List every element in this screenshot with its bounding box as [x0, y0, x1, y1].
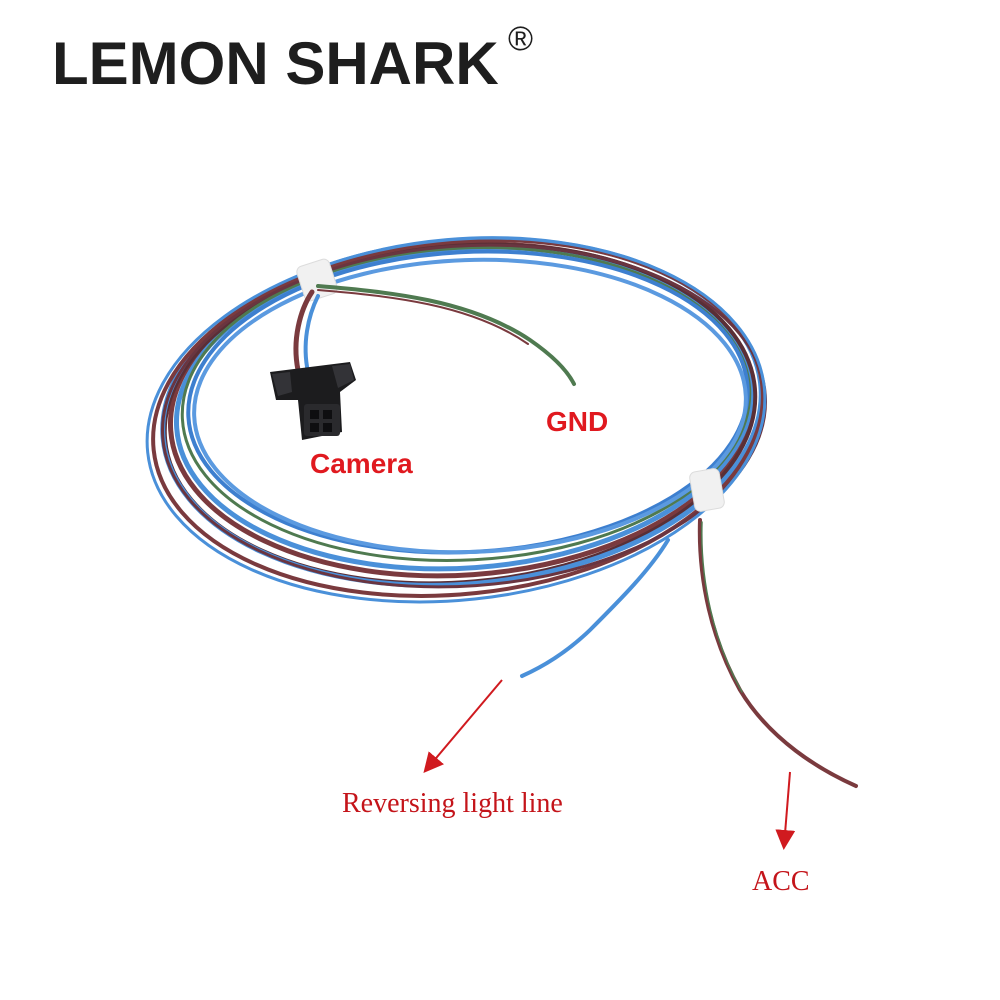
reversing-arrow-icon [423, 679, 503, 774]
camera-label: Camera [310, 448, 413, 479]
tape-marker-right [689, 468, 725, 512]
acc-arrow-icon [775, 771, 796, 850]
reversing-light-label: Reversing light line [342, 788, 563, 819]
brand-logo: LEMON SHARK [52, 30, 499, 97]
acc-label: ACC [752, 866, 810, 897]
gnd-wire [316, 284, 576, 386]
wire-coil [145, 236, 767, 604]
reversing-light-wire [520, 538, 670, 678]
acc-wire [697, 518, 858, 788]
camera-connector [270, 362, 356, 440]
gnd-label: GND [546, 406, 609, 437]
registered-mark: ® [508, 20, 534, 58]
